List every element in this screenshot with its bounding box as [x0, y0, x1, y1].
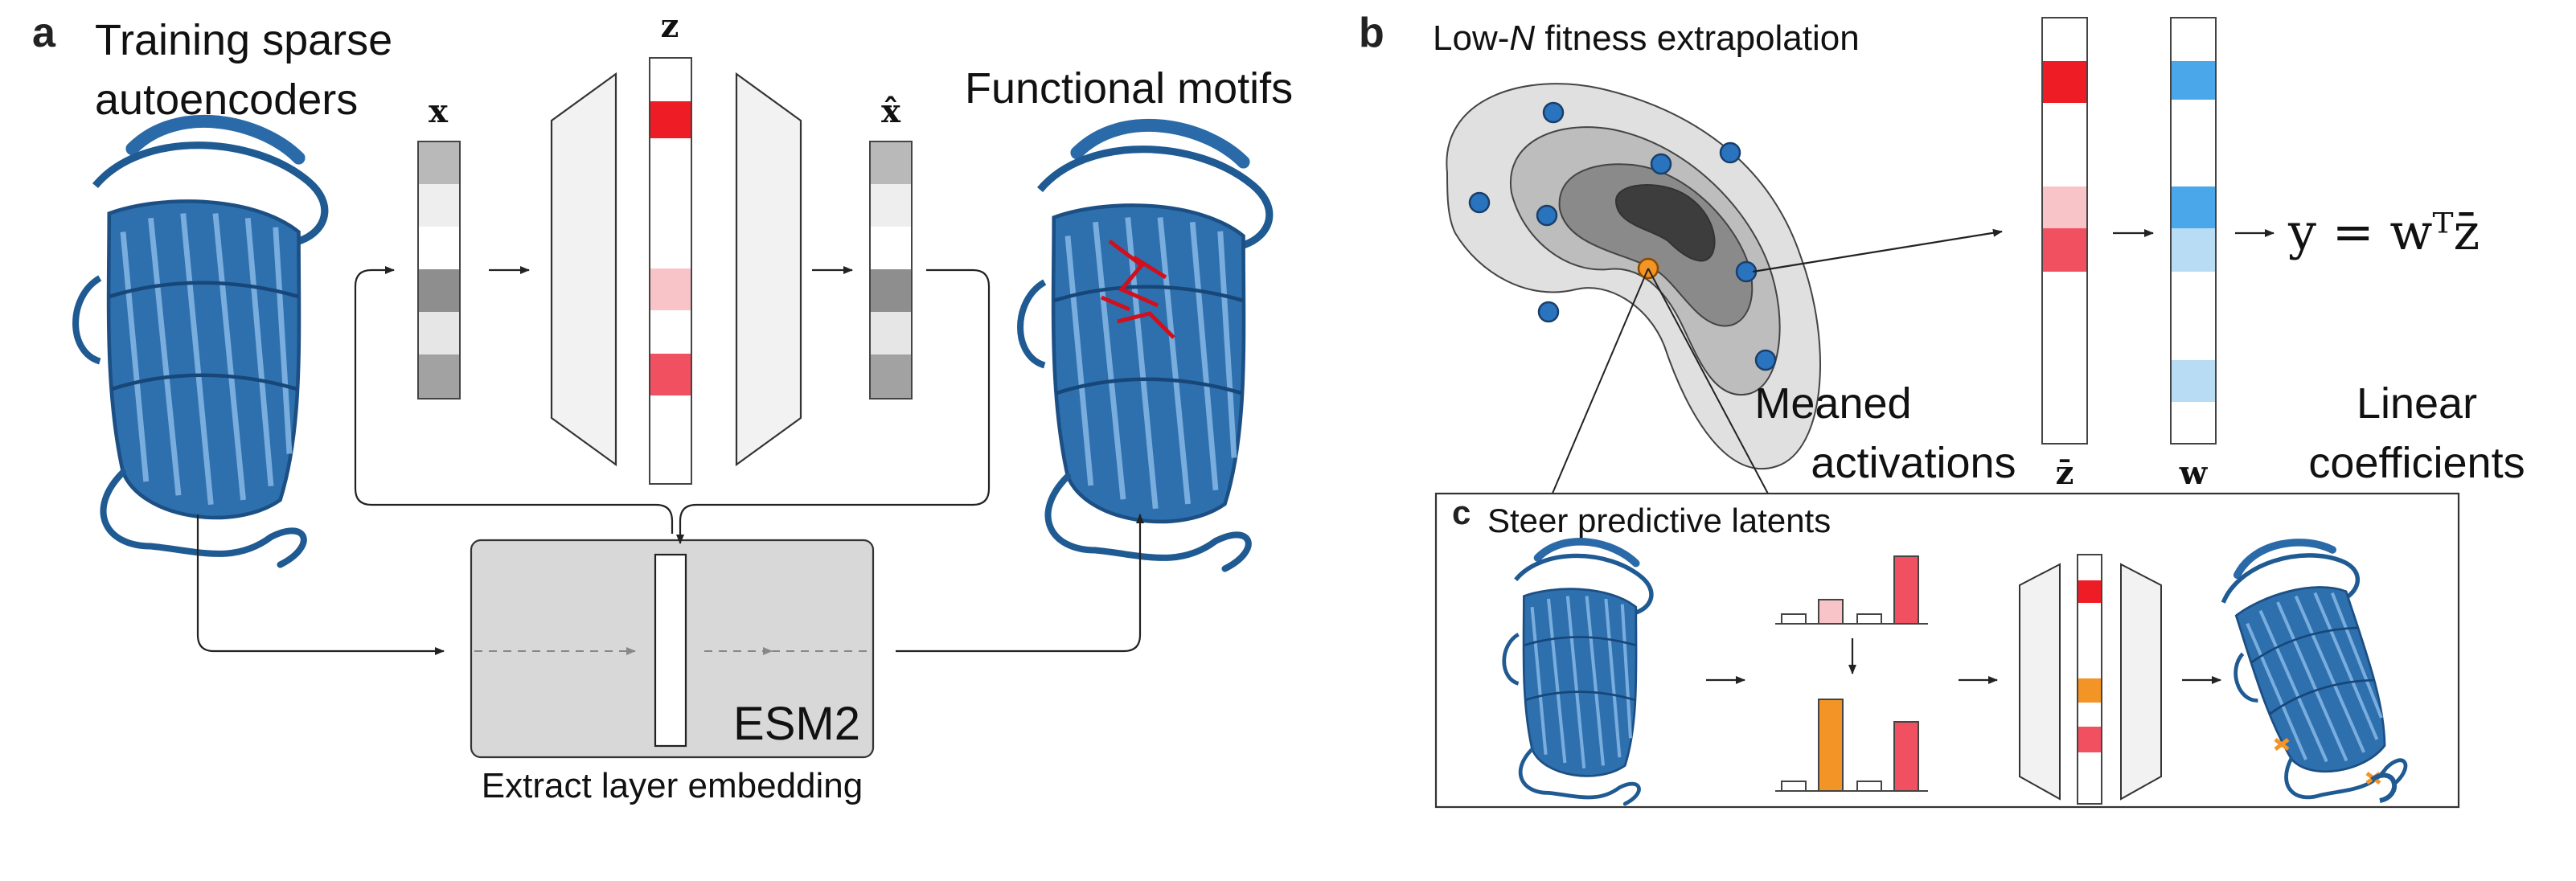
fitness-landscape: [1446, 83, 1821, 469]
xhat-vector-label: x̂: [881, 92, 901, 130]
panel-c-letter: c: [1452, 494, 1471, 531]
zbar-label: z̄: [2056, 454, 2074, 492]
arrow-landscape-to-activations: [1752, 228, 2003, 273]
z-vector-label: z: [661, 7, 679, 45]
latent-bars-before: [1775, 555, 1928, 625]
protein-structure-motifs: [1020, 125, 1270, 569]
x-vector-label: x: [429, 92, 449, 130]
encoder-trapezoid: [550, 72, 617, 467]
linear-label-line2: coefficients: [2308, 439, 2525, 487]
esm2-layer-embedding: [654, 553, 687, 748]
panel-a-title-line2: autoencoders: [95, 76, 358, 124]
xhat-vector: [869, 141, 913, 400]
latent-bars-after: [1775, 699, 1928, 792]
w-label: w: [2179, 454, 2209, 492]
steer-decoder-trapezoid: [2120, 563, 2162, 801]
panel-c-title: Steer predictive latents: [1487, 502, 1831, 539]
x-vector: [417, 141, 461, 400]
panel-b-letter: b: [1359, 10, 1384, 56]
panel-a-title-line1: Training sparse: [95, 16, 392, 64]
esm2-label: ESM2: [733, 698, 860, 750]
arrow-protein-to-esm2: [196, 514, 445, 655]
steer-encoder-trapezoid: [2019, 563, 2061, 801]
linear-coefficients-vector: [2170, 17, 2217, 445]
linear-label-line1: Linear: [2357, 379, 2477, 428]
decoder-trapezoid: [735, 72, 802, 467]
meaned-label-line2: activations: [1811, 439, 2016, 487]
z-vector: [649, 57, 692, 485]
arrow-xhat-to-embedding: [676, 268, 991, 544]
meaned-activations-vector: [2041, 17, 2088, 445]
arrow-esm2-to-motifs: [896, 514, 1144, 653]
steer-latent-vector: [2077, 554, 2102, 805]
extract-layer-embedding-label: Extract layer embedding: [482, 766, 863, 805]
zoom-line-right: [1647, 268, 1770, 496]
panel-b-title: Low-N fitness extrapolation: [1433, 18, 1860, 58]
arrow-embedding-to-x: [354, 266, 674, 534]
panel-a-letter: a: [32, 10, 56, 56]
zoom-line-left: [1551, 268, 1649, 496]
meaned-label-line1: Meaned: [1754, 379, 1911, 428]
linear-model-equation: y = wᵀz̄: [2287, 203, 2480, 261]
functional-motifs-label: Functional motifs: [965, 64, 1293, 113]
protein-structure-steered: [2201, 524, 2422, 819]
protein-structure-input: [76, 121, 325, 565]
